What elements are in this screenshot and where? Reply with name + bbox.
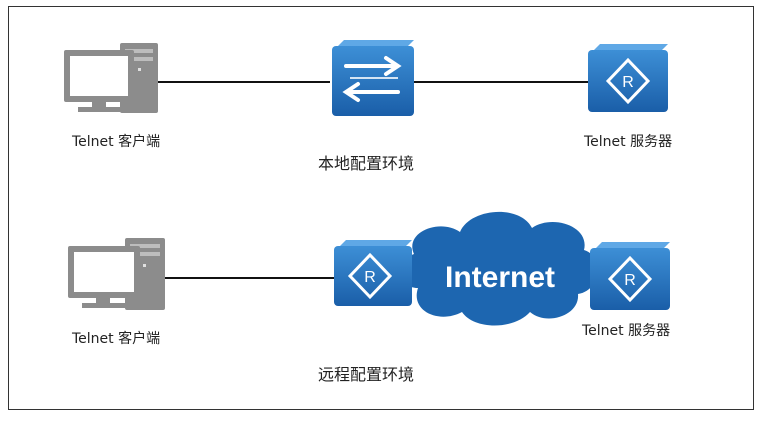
remote-caption: 远程配置环境	[318, 365, 415, 384]
remote-server-label: Telnet 服务器	[582, 323, 671, 339]
remote-client-pc-icon	[68, 238, 165, 310]
svg-text:R: R	[624, 272, 636, 289]
local-server-router-icon: R	[588, 44, 668, 112]
cloud-label: Internet	[445, 261, 555, 294]
local-client-label: Telnet 客户端	[72, 134, 161, 150]
diagram-frame	[8, 6, 754, 410]
local-server-label: Telnet 服务器	[584, 134, 673, 150]
svg-text:R: R	[364, 269, 376, 286]
local-client-pc-icon	[64, 43, 158, 113]
svg-text:R: R	[622, 74, 634, 91]
local-caption: 本地配置环境	[318, 154, 415, 173]
local-switch-icon	[332, 40, 414, 116]
remote-client-label: Telnet 客户端	[72, 331, 161, 347]
remote-right-router-icon: R	[590, 242, 670, 310]
remote-left-router-icon: R	[334, 240, 412, 306]
internet-cloud-icon	[400, 211, 598, 326]
